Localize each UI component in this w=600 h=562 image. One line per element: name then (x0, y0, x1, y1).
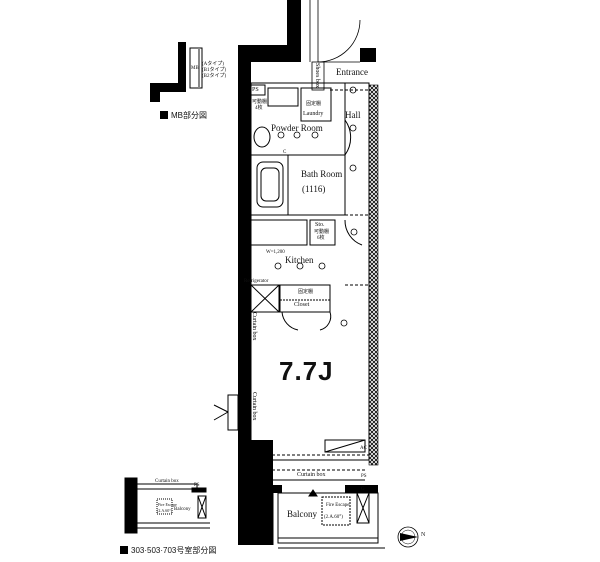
shoes-box-label: Shoes box (314, 63, 320, 88)
fire-escape-size: (2.A.60°) (324, 515, 343, 520)
powder-room-label: Powder Room (271, 123, 323, 133)
balcony-inset (124, 477, 210, 534)
bath-size: (1116) (302, 184, 326, 194)
mb-caption: MB部分図 (160, 111, 207, 120)
inset-balcony: Balcony (174, 507, 191, 512)
kitchen-width: W=1,200 (266, 250, 285, 255)
compass-north: N (421, 532, 426, 538)
lights (247, 86, 358, 538)
powder-shelf-count: 4枚 (255, 106, 263, 111)
storage-label: Sto. (315, 222, 325, 228)
storage-shelf-label: 可動棚 (314, 230, 330, 235)
c-label: C (283, 150, 287, 155)
curtain-box-side-1: Curtain box (251, 312, 257, 341)
mb-type-b2: (B2タイプ) (202, 74, 227, 79)
ps-label-2: PS (361, 474, 367, 479)
mb-type-b1: (B1タイプ) (202, 68, 227, 73)
walls (238, 0, 379, 545)
laundry-label: Laundry (303, 111, 324, 117)
inset-fire-escape-size: (2.A.60°) (157, 508, 173, 513)
inset-caption-text: 303·503·703号室部分図 (131, 546, 217, 555)
fire-escape-label: Fire Escape (326, 503, 350, 508)
ac-label: AC (360, 446, 367, 451)
mb-inset (150, 42, 203, 102)
refrigerator-label: Refrigerator (244, 279, 269, 284)
mb-type-a: (Aタイプ) (202, 62, 224, 67)
curtain-box-side-2: Curtain box (251, 392, 257, 421)
powder-shelf-label: 可動棚 (252, 100, 268, 105)
room-area-label: 7.7J (279, 356, 334, 386)
mb-caption-text: MB部分図 (171, 111, 207, 120)
compass-icon (397, 526, 419, 548)
closet-shelf-label: 固定棚 (298, 290, 314, 295)
inset-fire-escape: Fire Escape (158, 502, 177, 507)
mb-label: MB (191, 66, 199, 71)
entrance-door (309, 0, 361, 91)
balcony-label: Balcony (287, 509, 317, 519)
partitions (213, 82, 370, 481)
laundry-shelf-label: 固定棚 (306, 102, 322, 107)
entrance-label: Entrance (336, 67, 368, 77)
balcony (272, 489, 385, 549)
inset-curtain-box: Curtain box (155, 479, 179, 484)
ps-label: PS (252, 87, 259, 93)
inset-caption: 303·503·703号室部分図 (120, 546, 216, 555)
bath-label: Bath Room (301, 169, 343, 179)
inset-ps: PS (194, 483, 200, 488)
kitchen-label: Kitchen (285, 255, 314, 265)
curtain-box-label: Curtain box (297, 472, 326, 478)
hall-label: Hall (345, 110, 361, 120)
closet-label: Closet (294, 302, 310, 308)
storage-shelf-count: 6枚 (317, 236, 325, 241)
g-label: G (361, 487, 365, 492)
